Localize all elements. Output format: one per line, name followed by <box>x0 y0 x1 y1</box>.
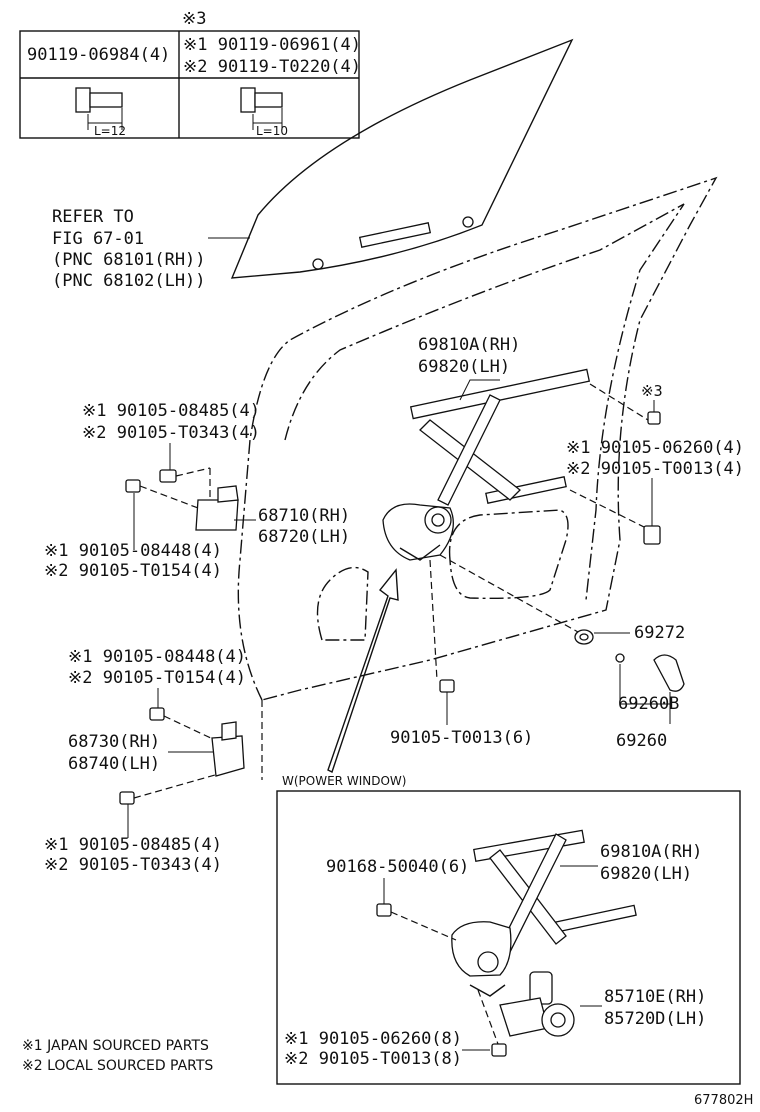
handle-69260: 69260 <box>616 731 667 751</box>
bolt-3-icon <box>647 400 661 425</box>
pw-regulator-rh: 69810A(RH) <box>600 842 702 862</box>
bolt-spec-table: ※3 90119-06984(4) ※1 90119-06961(4) ※2 9… <box>19 9 361 139</box>
bolt-12-drawing <box>75 87 123 130</box>
window-glass <box>230 38 574 279</box>
table-part-right-1: ※1 90119-06961(4) <box>183 35 361 55</box>
hinge-bolt-upper-icon <box>125 467 211 520</box>
window-handle <box>615 653 685 692</box>
bolt-e-local: ※2 90105-T0343(4) <box>44 855 222 875</box>
table-part-left: 90119-06984(4) <box>27 45 170 65</box>
bolt-d-local: ※2 90105-T0154(4) <box>68 668 246 688</box>
bolt-c-local: ※2 90105-T0154(4) <box>44 561 222 581</box>
door-panel <box>237 176 718 701</box>
motor-lh: 85720D(LH) <box>604 1009 706 1029</box>
length-right: L=10 <box>256 124 288 138</box>
pw-bolt-local: ※2 90105-T0013(8) <box>284 1049 462 1069</box>
regulator-rh: 69810A(RH) <box>418 335 520 355</box>
bolt-b-local: ※2 90105-T0013(4) <box>566 459 744 479</box>
bolt-10-drawing <box>240 87 283 130</box>
motor-rh: 85710E(RH) <box>604 987 706 1007</box>
window-regulator <box>382 368 591 561</box>
table-note: ※3 <box>182 9 206 29</box>
legend-local: ※2 LOCAL SOURCED PARTS <box>22 1058 213 1074</box>
bolt-a-local: ※2 90105-T0343(4) <box>82 423 260 443</box>
bolt-lower: 90105-T0013(6) <box>390 728 533 748</box>
refer-line-3: (PNC 68101(RH)) <box>52 250 206 270</box>
pw-motor-bolt-icon <box>491 1043 507 1057</box>
note-3-label: ※3 <box>641 382 663 400</box>
power-window-title: W(POWER WINDOW) <box>282 774 406 788</box>
hinge-bolt-lower-icon <box>119 707 216 805</box>
hinge-upper-rh: 68710(RH) <box>258 506 350 526</box>
bolt-e-japan: ※1 90105-08485(4) <box>44 835 222 855</box>
refer-line-4: (PNC 68102(LH)) <box>52 271 206 291</box>
bolt-b-japan: ※1 90105-06260(4) <box>566 438 744 458</box>
figure-id: 677802H <box>694 1093 753 1108</box>
power-window-box <box>276 790 741 1085</box>
bolt-c-japan: ※1 90105-08448(4) <box>44 541 222 561</box>
grommet-69272 <box>574 629 594 645</box>
bolt-lower-icon <box>439 679 455 693</box>
bolt-d-japan: ※1 90105-08448(4) <box>68 647 246 667</box>
length-left: L=12 <box>94 124 126 138</box>
hinge-lower-rh: 68730(RH) <box>68 732 160 752</box>
refer-line-1: REFER TO <box>52 207 134 227</box>
handle-69260b: 69260B <box>618 694 679 714</box>
lower-hinge <box>211 721 245 777</box>
part-69272: 69272 <box>634 623 685 643</box>
pw-bolt-icon <box>376 903 457 941</box>
table-part-right-2: ※2 90119-T0220(4) <box>183 57 361 77</box>
regulator-lh: 69820(LH) <box>418 357 510 377</box>
refer-line-2: FIG 67-01 <box>52 229 144 249</box>
legend-japan: ※1 JAPAN SOURCED PARTS <box>22 1038 209 1054</box>
upper-hinge <box>195 485 239 531</box>
power-regulator <box>451 829 637 997</box>
bolt-b-icon <box>643 525 661 545</box>
pw-bolt-label: 90168-50040(6) <box>326 857 469 877</box>
pw-regulator-lh: 69820(LH) <box>600 864 692 884</box>
window-motor <box>499 971 575 1037</box>
bolt-a-japan: ※1 90105-08485(4) <box>82 401 260 421</box>
pw-bolt-japan: ※1 90105-06260(8) <box>284 1029 462 1049</box>
hinge-lower-lh: 68740(LH) <box>68 754 160 774</box>
hinge-upper-lh: 68720(LH) <box>258 527 350 547</box>
